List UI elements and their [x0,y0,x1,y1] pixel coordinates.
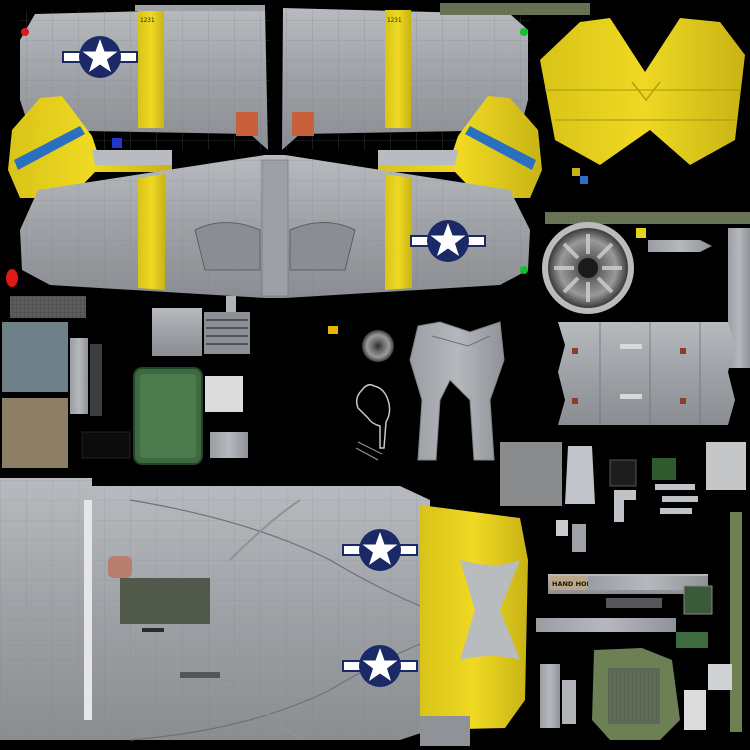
small-block-b [572,524,586,552]
upper-wing-right-serial: 1231 [387,17,402,24]
star-insignia-icon [62,36,138,78]
star-insignia-icon [342,529,418,571]
pinup-silhouette-icon [355,383,391,461]
olive-strip-vertical [730,512,742,732]
star-insignia-icon [410,220,486,262]
hand-hold-label: HAND HOLD [552,580,597,588]
fuselage-tail-yellow [420,505,528,730]
swatch-yellow [572,168,580,176]
leather-panel [2,398,68,468]
bottom-plate [420,716,470,746]
star-insignia-icon [342,645,418,687]
alu-post-b [562,680,576,724]
white-block [205,376,243,412]
dark-panel [81,431,131,459]
top-strip [135,5,265,11]
blue-swatch [112,138,122,148]
alu-block [152,308,202,356]
wedge-part [565,446,595,504]
green-cap [683,585,713,615]
green-swatch-b [676,632,708,648]
horizontal-stabilizer [540,18,745,165]
alu-plate [210,432,248,458]
cockpit-floor [592,648,732,740]
grille-panel [10,296,86,318]
tail-fin-right [378,96,542,198]
pitot-tube-icon [648,240,712,252]
brackets [614,484,698,522]
fuselage-bottom [0,478,431,741]
strip-vertical-right [728,228,750,368]
alu-post-a [540,664,560,728]
amber-light [328,326,338,334]
glass-panel [2,322,68,392]
small-block-a [556,520,568,536]
swatch-blue [580,176,588,184]
light-panel [706,442,746,490]
upper-wing-right: 1231 [282,8,530,150]
hand-hold-strip: HAND HOLD [548,574,708,594]
fuselage-nose-panel [558,322,735,425]
dark-strip [606,598,662,608]
green-swatch [652,458,676,480]
engine-small [362,330,394,362]
cowl-frame [409,321,505,461]
strip-panel-a [70,338,88,414]
grey-block [500,442,562,506]
swatch-yellow-small [636,228,646,238]
vent-block [204,312,250,354]
radial-engine-icon [542,222,634,314]
alu-rail [536,618,676,632]
strip-panel-b [90,344,102,416]
dark-cylinder [609,459,637,487]
tail-fin-left [8,96,172,198]
lower-wing [6,155,530,298]
upper-wing-left-serial: 1231 [140,17,155,24]
